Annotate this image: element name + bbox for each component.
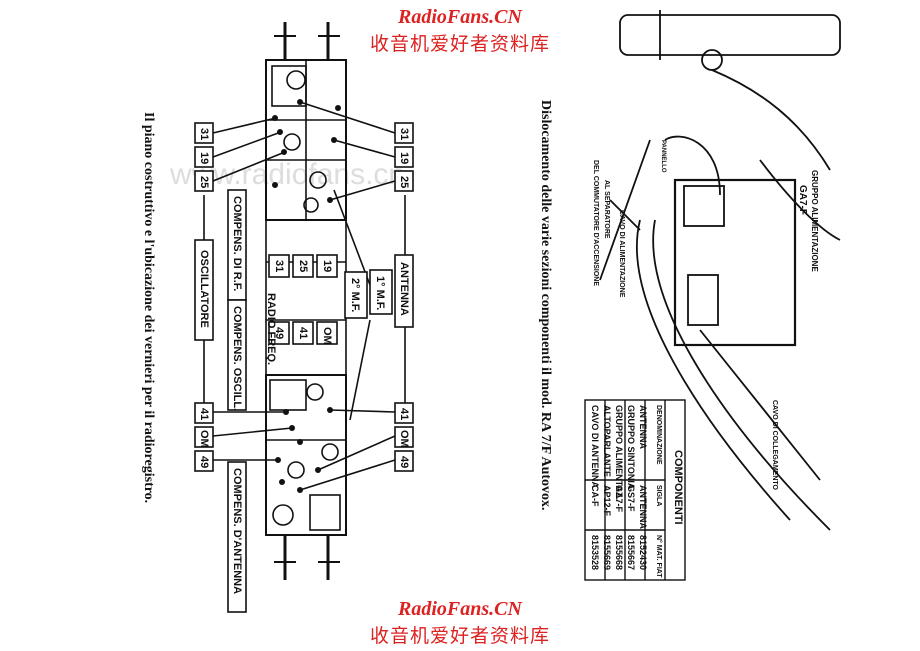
watermark-top: RadioFans.CN 收音机爱好者资料库 (0, 6, 920, 56)
box-ct-1: 31 (273, 260, 285, 272)
box-ct-3: 19 (321, 260, 333, 272)
compens-antenna-label: COMPENS. D'ANTENNA (231, 468, 243, 594)
watermark-bottom-line2: 收音机爱好者资料库 (369, 625, 550, 647)
col-mat: N° MAT. FIAT (655, 535, 663, 578)
row-5-mat: 8153528 (590, 535, 600, 570)
box-rb-3: 49 (398, 456, 410, 468)
box-lt-2: 19 (198, 152, 210, 164)
col-denominazione: DENOMINAZIONE (655, 405, 662, 465)
components-title: COMPONENTI (672, 450, 684, 525)
watermark-top-line1: RadioFans.CN (398, 6, 522, 28)
row-3-sigla: GA7-F (614, 485, 624, 513)
watermark-bottom: RadioFans.CN 收音机爱好者资料库 (0, 598, 920, 648)
components-table (584, 399, 686, 581)
compens-oscill-label: COMPENS. OSCILL. (231, 306, 243, 411)
row-5-sigla: CA-F (590, 485, 600, 507)
box-cb-2: 41 (297, 327, 309, 339)
box-rt-3: 25 (398, 176, 410, 188)
box-ct-2: 25 (297, 260, 309, 272)
middle-caption: Dislocamento delle varie sezioni compone… (538, 100, 553, 511)
oscillatore-label: OSCILLATORE (198, 250, 210, 328)
chassis-upper-vernier (286, 70, 306, 90)
box-cb-1: 49 (273, 327, 285, 339)
col-sigla: SIGLA (655, 485, 662, 506)
box-rb-1: 41 (398, 408, 410, 420)
box-rb-2: OM (398, 430, 410, 448)
label-pannello: PANNELLO (660, 140, 666, 173)
label-separatore: AL SEPARATORE (603, 180, 610, 239)
left-caption: Il piano costruttivo e l'ubicazione dei … (141, 112, 156, 503)
row-1-mat: 8152430 (638, 535, 648, 570)
power-supply-box (673, 178, 797, 347)
box-lt-3: 25 (198, 176, 210, 188)
row-2-name: GRUPPO SINTONIA (626, 405, 636, 490)
radio-freq-label: RADIO FREQ. (265, 293, 277, 365)
label-ga7f: GA7-F (797, 185, 808, 215)
box-lb-2: OM (198, 430, 210, 448)
row-4-sigla: AP12-F (602, 485, 612, 517)
row-3-mat: 8155668 (614, 535, 624, 570)
watermark-top-line2: 收音机爱好者资料库 (369, 33, 550, 55)
box-lb-1: 41 (198, 408, 210, 420)
label-gruppo-alim: GRUPPO ALIMENTAZIONE (810, 170, 819, 272)
row-1-sigla: ANTENNA (638, 485, 648, 529)
row-3-name: GRUPPO ALIMENTAZ. (614, 405, 624, 500)
compens-rf-label: COMPENS. DI R.F. (231, 196, 243, 291)
antenna-label: ANTENNA (398, 262, 410, 316)
mf1-label: 1° M.F. (374, 276, 386, 310)
row-1-name: ANTENNA (638, 405, 648, 449)
row-4-mat: 8155669 (602, 535, 612, 570)
box-lt-1: 31 (198, 128, 210, 140)
watermark-bottom-line1: RadioFans.CN (398, 598, 522, 620)
box-rt-2: 19 (398, 152, 410, 164)
antenna-mount-bar (619, 14, 841, 56)
row-4-name: ALTOPARLANTE (602, 405, 612, 477)
label-cavo-collegamento: CAVO DI COLLEGAMENTO (771, 400, 778, 491)
row-2-sigla: GS7-F (626, 485, 636, 512)
mf2-label: 2° M.F. (349, 278, 361, 312)
chassis-lower (265, 374, 347, 536)
label-cavo-alim: CAVO DI ALIMENTAZIONE (618, 210, 625, 298)
row-2-mat: 8155667 (626, 535, 636, 570)
box-lb-3: 49 (198, 456, 210, 468)
label-commutatore: DEL COMMUTATORE D'ACCENSIONE (592, 160, 599, 286)
box-rt-1: 31 (398, 128, 410, 140)
box-cb-3: OM (321, 327, 333, 345)
row-5-name: CAVO DI ANTENNA (590, 405, 600, 489)
